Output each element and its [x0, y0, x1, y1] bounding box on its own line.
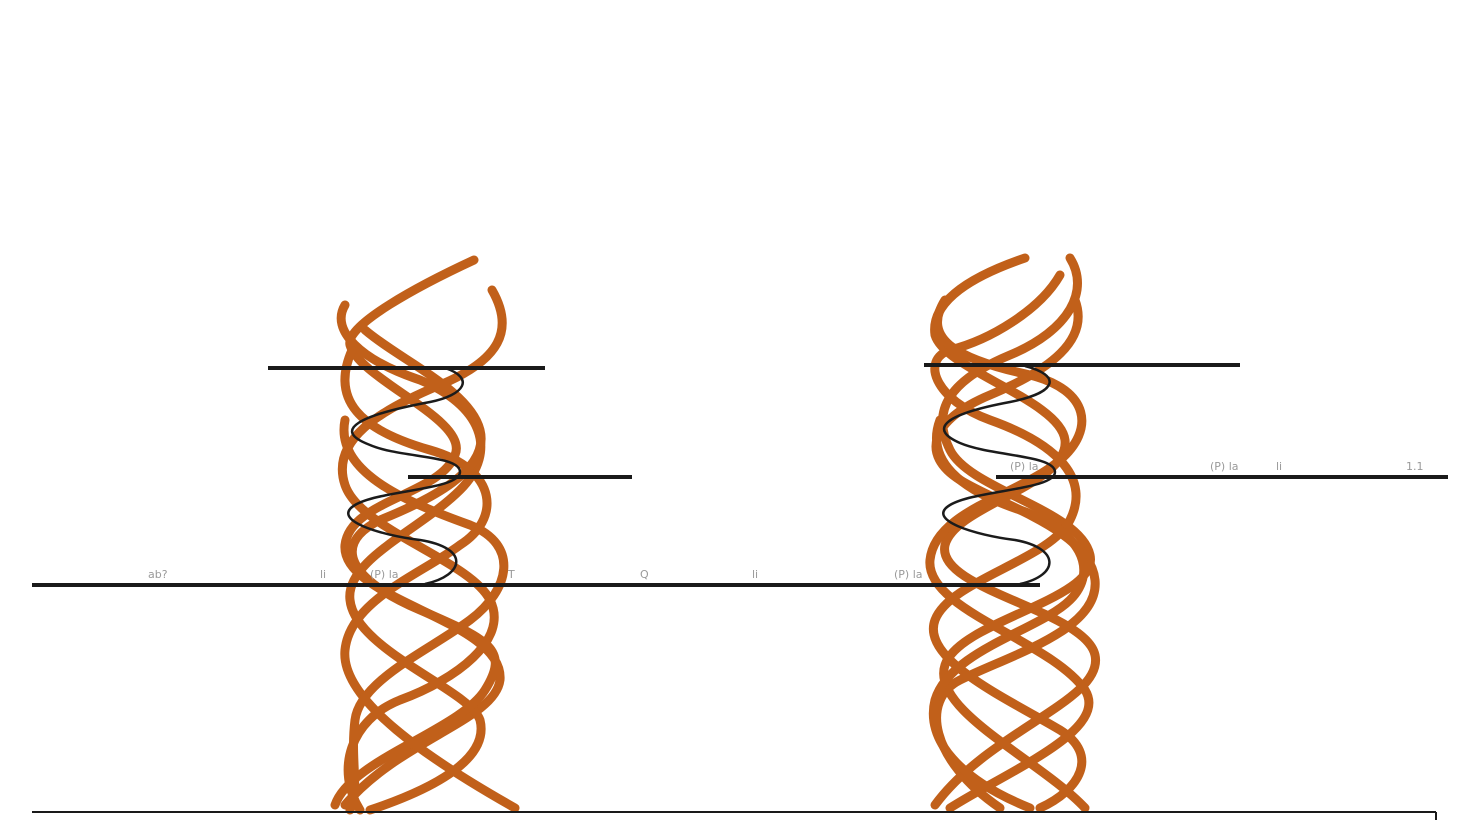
tick-label-2: li — [320, 568, 326, 581]
left-helix-strand-3 — [337, 285, 507, 815]
left-helix-strand-4 — [340, 345, 520, 813]
right-helix — [925, 253, 1100, 813]
right-sine-curve — [942, 364, 1057, 586]
tick-label-6: li — [752, 568, 758, 581]
sine-curves — [347, 364, 1057, 586]
tick-label-8: (P) la — [1010, 460, 1039, 473]
tick-label-5: Q — [640, 568, 649, 581]
left-sine-curve — [347, 366, 464, 586]
tick-label-3: (P) la — [370, 568, 399, 581]
tick-label-1: ab? — [148, 568, 168, 581]
left-helix — [330, 255, 520, 815]
right-helix-strand-6 — [928, 415, 1089, 813]
left-helix-strand-5 — [330, 325, 500, 810]
tick-label-11: 1.1 — [1406, 460, 1424, 473]
left-helix-strand-6 — [339, 415, 509, 815]
tick-label-7: (P) la — [894, 568, 923, 581]
tick-label-9: (P) la — [1210, 460, 1239, 473]
tick-label-4: T — [507, 568, 515, 581]
tick-labels: ab? li (P) la T Q li (P) la (P) la (P) l… — [148, 460, 1424, 581]
guide-lines — [32, 363, 1448, 820]
left-helix-strand-2 — [336, 300, 486, 815]
tick-label-10: li — [1276, 460, 1282, 473]
